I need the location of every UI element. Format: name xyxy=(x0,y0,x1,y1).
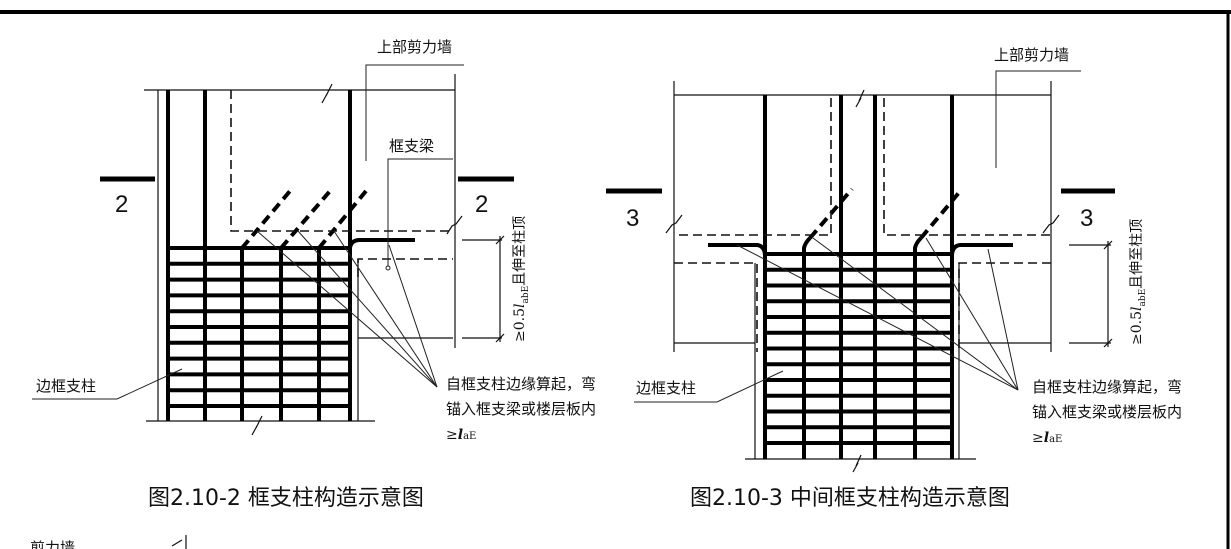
anchor-leaders xyxy=(736,237,1019,391)
leader-line xyxy=(736,244,1019,391)
anchor-note-line2: 锚入框支梁或楼层板内 xyxy=(446,400,596,418)
bent-bar-dashed xyxy=(279,189,332,250)
anchor-length: ≥laE xyxy=(446,427,476,443)
label-upper-wall: 上部剪力墙 xyxy=(994,46,1069,64)
break-mark xyxy=(852,454,862,473)
leader-line xyxy=(32,368,183,400)
partial-label: 剪力墙 xyxy=(30,539,75,549)
upper-wall-outline xyxy=(230,90,453,232)
break-mark xyxy=(665,214,683,234)
column-stirrup-mesh xyxy=(765,252,952,445)
leader-line xyxy=(297,230,438,388)
label-edge-column: 边框支柱 xyxy=(36,377,96,395)
break-mark xyxy=(1042,214,1060,234)
bar-hook xyxy=(708,243,767,257)
bar-hook xyxy=(348,238,415,249)
figure-caption: 图2.10-2 框支柱构造示意图 xyxy=(148,486,424,511)
beam-slab-outline xyxy=(357,258,453,277)
leader-line xyxy=(388,244,438,388)
break-mark xyxy=(855,89,865,108)
label-upper-wall: 上部剪力墙 xyxy=(377,38,452,56)
section-mark-number: 2 xyxy=(475,191,488,218)
figure-edge-column: 2 2 上部剪力墙 框支梁 边框支柱 ≥0.5labE且伸至柱顶 自框支柱边缘算… xyxy=(32,38,596,511)
anchor-leaders xyxy=(256,230,438,388)
beam-slab-outline xyxy=(958,262,1051,352)
leader-dot xyxy=(385,265,391,271)
leader-line xyxy=(925,237,1019,391)
dimension-tick xyxy=(495,333,505,343)
break-mark xyxy=(321,83,333,104)
upper-wall-outline xyxy=(883,98,1051,236)
leader-line xyxy=(256,230,438,388)
leader-line xyxy=(333,230,438,388)
anchor-note-line1: 自框支柱边缘算起，弯 xyxy=(446,375,596,393)
leader-line xyxy=(995,70,1081,168)
dimension-tick xyxy=(1103,240,1113,250)
section-mark-number: 3 xyxy=(626,205,639,232)
leader-line xyxy=(987,248,1019,391)
label-beam: 框支梁 xyxy=(389,137,434,155)
break-mark xyxy=(251,415,263,436)
figure-middle-column: 3 3 上部剪力墙 边框支柱 ≥0.5labE且伸至柱顶 自框支柱边缘算起，弯 … xyxy=(606,46,1182,511)
anchor-length: ≥laE xyxy=(1032,430,1062,446)
bent-bar-dashed xyxy=(240,189,292,250)
beam-slab-outline xyxy=(674,262,758,352)
leader-line xyxy=(365,64,464,161)
anchor-note-line1: 自框支柱边缘算起，弯 xyxy=(1032,378,1182,396)
leader-line xyxy=(387,158,453,266)
leader-line xyxy=(812,237,1019,391)
bent-bar-dashed xyxy=(919,187,964,240)
upper-wall-outline xyxy=(674,98,832,236)
dimension-text: ≥0.5labE且伸至柱顶 xyxy=(1129,219,1148,345)
dimension-text: ≥0.5labE且伸至柱顶 xyxy=(512,216,531,342)
leader-line xyxy=(634,370,784,403)
anchor-note-line2: 锚入框支梁或楼层板内 xyxy=(1032,403,1182,421)
section-mark-number: 2 xyxy=(115,191,128,218)
figure-caption: 图2.10-3 中间框支柱构造示意图 xyxy=(690,486,1010,511)
partial-mark xyxy=(171,535,187,549)
longitudinal-bar xyxy=(913,236,923,459)
label-edge-column: 边框支柱 xyxy=(636,379,696,397)
longitudinal-bar xyxy=(802,236,812,459)
dimension-tick xyxy=(495,235,505,245)
bent-bar-dashed xyxy=(317,189,368,250)
bar-hook xyxy=(950,243,1013,257)
section-mark-number: 3 xyxy=(1080,205,1093,232)
dimension-tick xyxy=(1103,338,1113,348)
column-stirrup-mesh xyxy=(168,246,350,408)
break-mark xyxy=(446,215,463,235)
